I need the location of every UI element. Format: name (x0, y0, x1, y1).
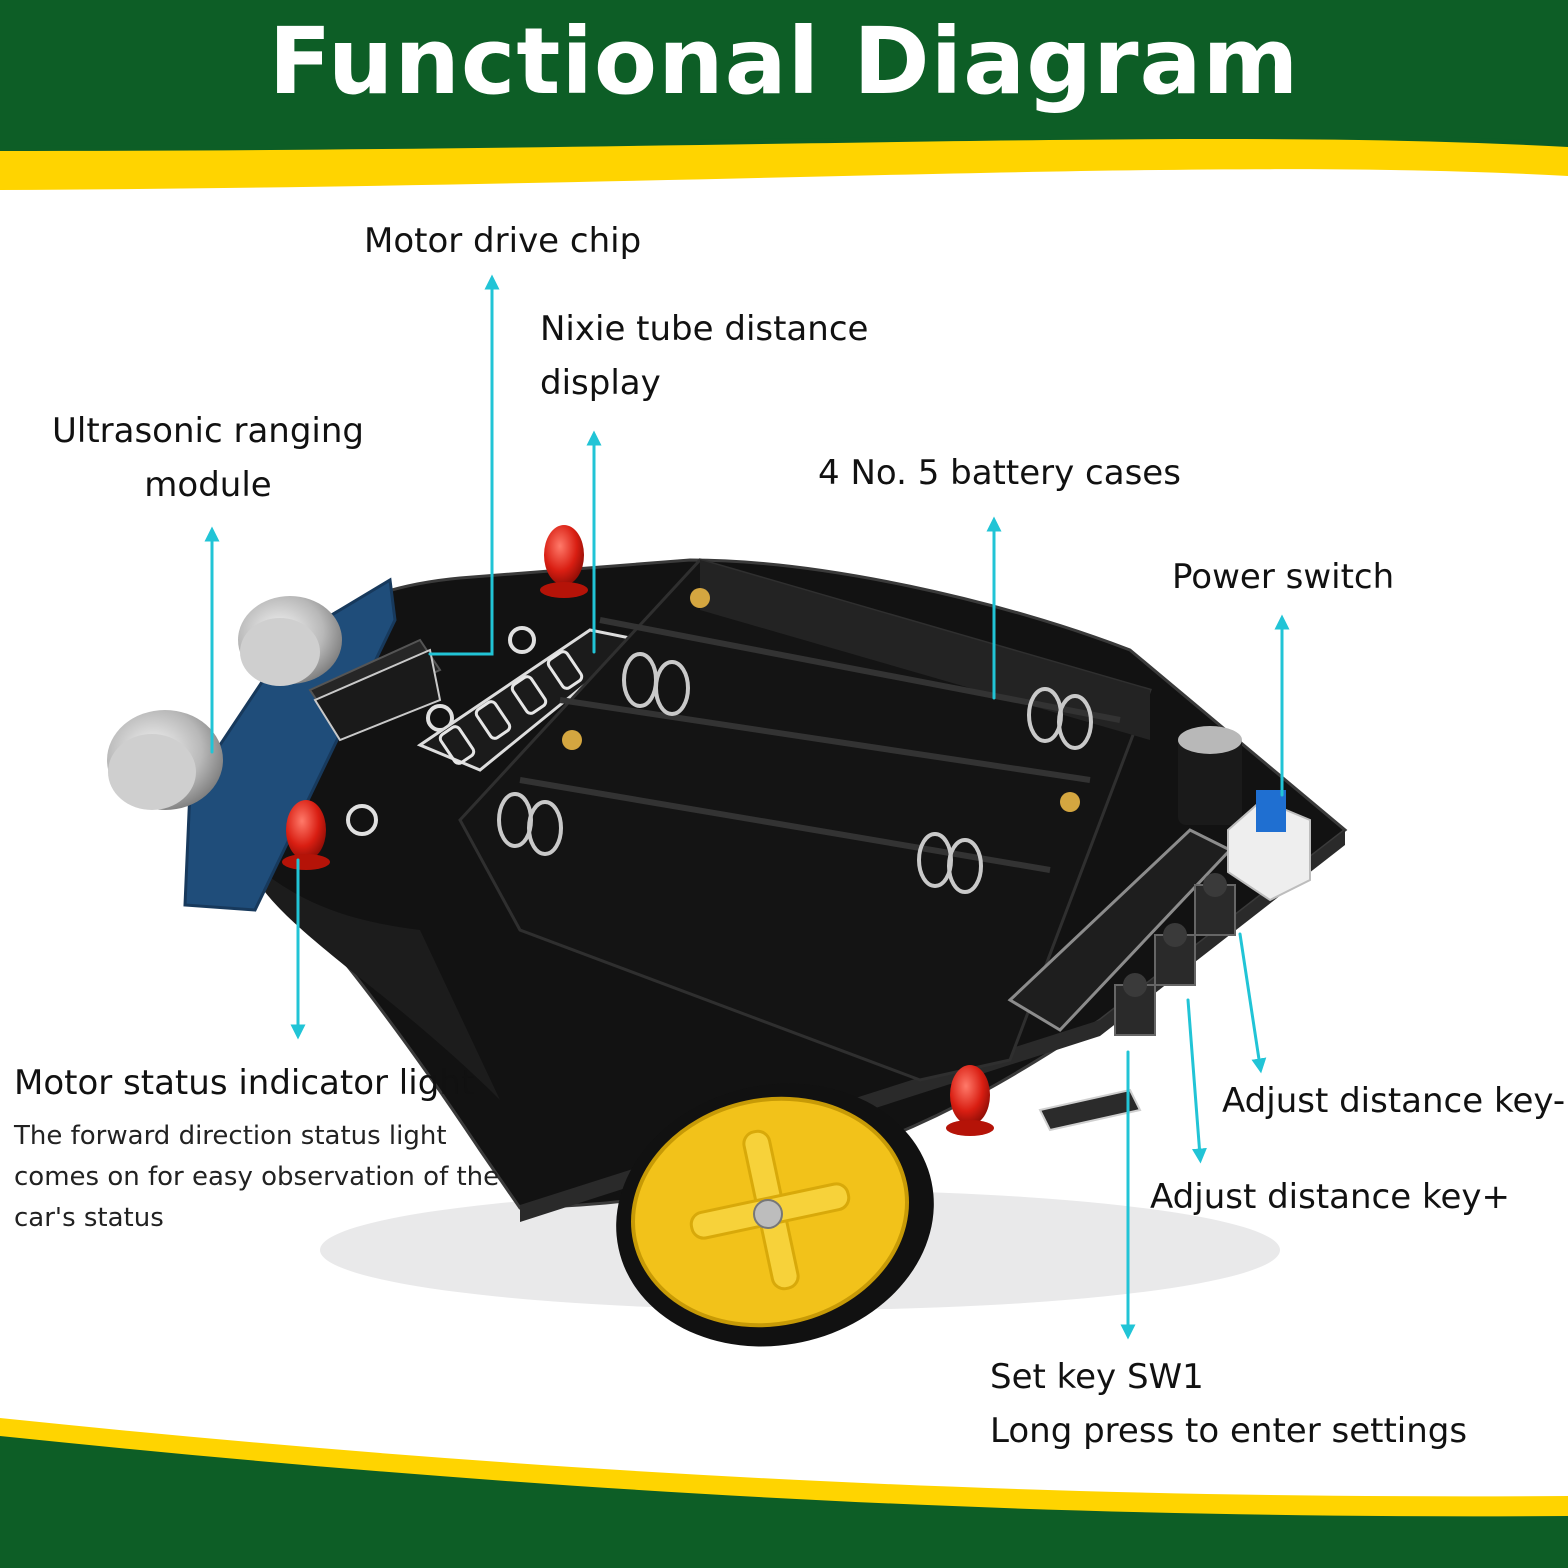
bottom-banner (0, 1418, 1568, 1568)
status-leds-illustration (282, 525, 994, 1136)
label-adjust-distance-plus: Adjust distance key+ (1150, 1177, 1510, 1217)
ultrasonic-module-illustration (107, 577, 397, 912)
label-adjust-distance-minus: Adjust distance key- (1222, 1081, 1566, 1121)
label-nixie-line1: Nixie tube distance (540, 309, 869, 349)
nixie-display-illustration (416, 628, 644, 772)
robot-car-illustration (107, 525, 1348, 1347)
label-nixie-display: Nixie tube distance display (540, 302, 868, 411)
annotation-arrows (204, 274, 1290, 1340)
power-switch-illustration (1227, 790, 1311, 902)
label-ultrasonic-line2: module (144, 465, 272, 506)
motor-status-desc-line1: The forward direction status light (14, 1121, 447, 1151)
label-motor-drive-chip: Motor drive chip (364, 221, 642, 261)
wheel-illustration (616, 1083, 934, 1347)
motor-status-description: The forward direction status light comes… (14, 1116, 499, 1239)
capacitor-illustration (1178, 726, 1242, 825)
label-battery-cases: 4 No. 5 battery cases (818, 453, 1181, 493)
label-nixie-line2: display (540, 363, 661, 404)
arrow-motor-chip (428, 274, 500, 656)
battery-holder-illustration (458, 558, 1152, 1082)
pin-header-illustration (1038, 1088, 1142, 1132)
push-buttons-illustration (1114, 873, 1236, 1036)
label-set-key-line1: Set key SW1 (990, 1357, 1204, 1397)
label-ultrasonic-module: Ultrasonic ranging module (48, 404, 368, 513)
motor-drive-chip-illustration (308, 638, 442, 742)
label-set-key-line2: Long press to enter settings (990, 1411, 1468, 1452)
label-ultrasonic-line1: Ultrasonic ranging (51, 411, 364, 451)
label-power-switch: Power switch (1172, 557, 1395, 597)
motor-status-desc-line3: car's status (14, 1203, 164, 1234)
page-title: Functional Diagram (268, 8, 1300, 115)
motor-status-desc-line2: comes on for easy observation of the (14, 1162, 500, 1193)
top-banner (0, 0, 1568, 190)
arrow-adjust-plus (1186, 998, 1207, 1164)
label-set-key: Set key SW1 Long press to enter settings (990, 1350, 1467, 1459)
arrow-adjust-minus (1238, 932, 1267, 1074)
label-motor-status: Motor status indicator light (14, 1063, 475, 1103)
